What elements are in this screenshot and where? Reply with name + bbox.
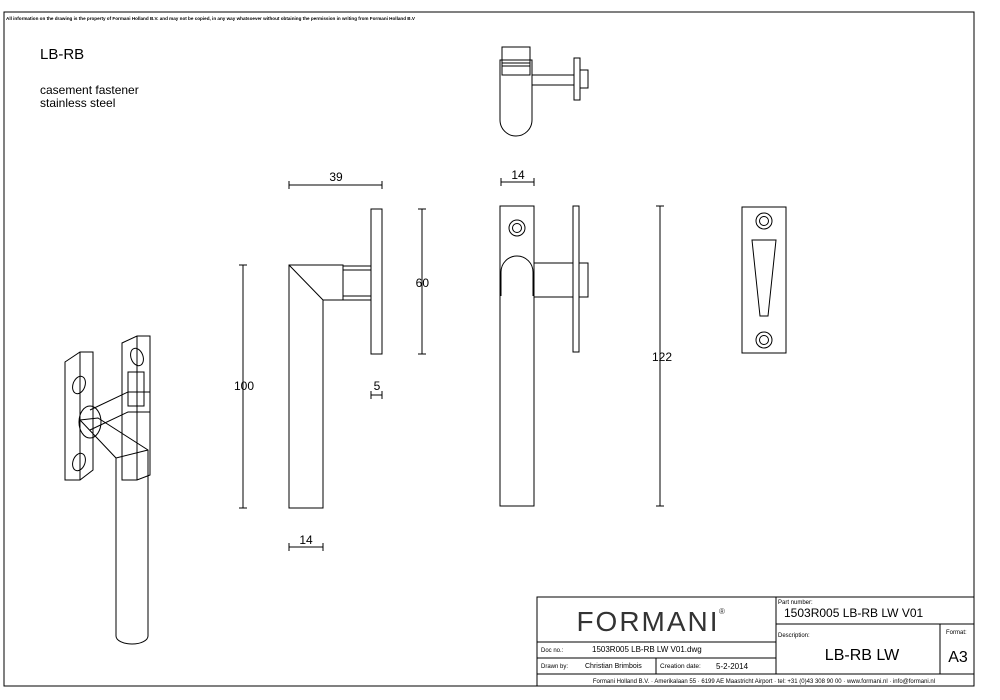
dimension-lines <box>239 178 664 551</box>
copyright-notice: All information on the drawing is the pr… <box>6 16 415 21</box>
title-block-frame <box>536 596 975 687</box>
format-label: Format: <box>946 630 967 636</box>
description-label: Description: <box>778 633 810 639</box>
sheet-border <box>3 11 975 687</box>
doc-no: 1503R005 LB-RB LW V01.dwg <box>592 645 702 654</box>
isometric-view <box>64 335 151 645</box>
dim-total-height: 100 <box>234 379 254 393</box>
drawn-by: Christian Brimbois <box>585 663 642 670</box>
product-code: LB-RB <box>40 46 85 63</box>
description-value: LB-RB LW <box>825 647 900 664</box>
dim-front-width: 14 <box>511 168 525 182</box>
creation-date-label: Creation date: <box>660 663 701 670</box>
product-description-line2: stainless steel <box>40 96 116 110</box>
dim-width-top: 39 <box>329 170 343 184</box>
drawn-by-label: Drawn by: <box>541 664 568 670</box>
front-view <box>499 205 589 507</box>
brand-logo: FORMANI <box>576 606 719 637</box>
top-view <box>499 46 589 137</box>
dim-plate-height: 60 <box>416 276 430 290</box>
creation-date: 5-2-2014 <box>716 662 749 671</box>
brand-registered-mark: ® <box>719 607 725 616</box>
product-description-line1: casement fastener <box>40 83 139 97</box>
doc-no-label: Doc no.: <box>541 648 564 654</box>
dim-depth: 5 <box>374 379 381 393</box>
dim-width-bottom: 14 <box>299 533 313 547</box>
side-view <box>288 208 383 509</box>
keeper-plate <box>741 206 787 354</box>
part-number: 1503R005 LB-RB LW V01 <box>784 606 924 620</box>
dim-front-height: 122 <box>652 350 672 364</box>
company-footer: Formani Holland B.V. · Amerikalaan 55 · … <box>593 679 935 685</box>
format-value: A3 <box>948 649 968 666</box>
part-number-label: Part number: <box>778 600 813 606</box>
